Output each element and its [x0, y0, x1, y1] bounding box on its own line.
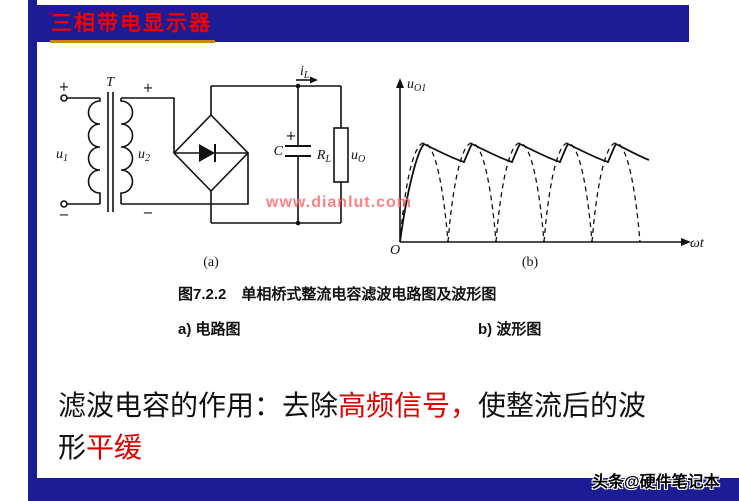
- sub-figure-b-label: (b): [522, 255, 539, 270]
- body-text-red: 平缓: [86, 433, 143, 464]
- transformer-core: [107, 92, 114, 212]
- waveform-diagram: uO1 O ωt (b): [390, 77, 705, 270]
- transformer-primary-coil: [87, 98, 101, 204]
- junction-dot-bottom: [295, 220, 301, 226]
- axes: [396, 78, 691, 246]
- u1-label: u1: [56, 147, 68, 164]
- transformer-label: T: [106, 75, 115, 90]
- body-text-black: 滤波电容的作用：去除: [58, 391, 339, 422]
- sub-figure-a-label: (a): [203, 255, 219, 270]
- left-border-bar: [28, 0, 37, 501]
- body-text: 滤波电容的作用：去除高频信号，使整流后的波 形平缓: [58, 386, 708, 470]
- load-current-label: iL: [300, 66, 310, 81]
- body-text-black: 形: [58, 433, 87, 464]
- slide-title: 三相带电显示器: [50, 4, 215, 43]
- body-line-2: 形平缓: [58, 428, 708, 470]
- capacitor-label: C: [274, 144, 284, 159]
- secondary-plus-sign: +: [143, 81, 154, 96]
- transformer-secondary-coil: [120, 98, 134, 204]
- title-bar: 三相带电显示器: [37, 4, 689, 43]
- diode-icon: [199, 144, 215, 162]
- u2-label: u2: [138, 147, 150, 164]
- circuit-figure-label: a) 电路图: [178, 321, 241, 338]
- circuit-diagram: + − u1 T u2 + − iL + C RL uO (a): [56, 66, 365, 270]
- bottom-border-bar: [28, 478, 739, 501]
- junction-dot-top: [295, 83, 301, 89]
- bridge-rectifier-diamond: [172, 113, 250, 193]
- origin-label: O: [390, 243, 400, 258]
- y-axis-label: uO1: [407, 77, 426, 94]
- load-current-arrow: [296, 76, 318, 84]
- capacitor-plus-sign: +: [286, 129, 297, 144]
- body-line-1: 滤波电容的作用：去除高频信号，使整流后的波: [58, 386, 708, 428]
- credit-watermark: 头条@硬件笔记本: [592, 474, 720, 491]
- load-label: RL: [316, 148, 332, 165]
- rectified-humps-dashed: [399, 142, 641, 243]
- input-terminal-bottom: [60, 200, 68, 208]
- secondary-minus-sign: −: [143, 206, 154, 221]
- x-axis-label: ωt: [690, 236, 705, 251]
- body-text-red: 高频信号，: [338, 391, 479, 422]
- input-terminal-top: [60, 94, 68, 102]
- waveform-figure-label: b) 波形图: [478, 321, 542, 338]
- body-text-black: 使整流后的波: [478, 391, 647, 422]
- output-voltage-label: uO: [351, 148, 365, 165]
- input-minus-sign: −: [59, 208, 70, 223]
- capacitor-plates: [285, 145, 311, 157]
- circuit-wires: [67, 85, 342, 224]
- load-resistor: [333, 127, 349, 183]
- input-plus-sign: +: [59, 80, 70, 95]
- figure-caption: 图7.2.2 单相桥式整流电容滤波电路图及波形图: [178, 286, 497, 303]
- watermark-text: www.dianlut.com: [266, 194, 412, 211]
- filtered-output-curve: [399, 142, 650, 243]
